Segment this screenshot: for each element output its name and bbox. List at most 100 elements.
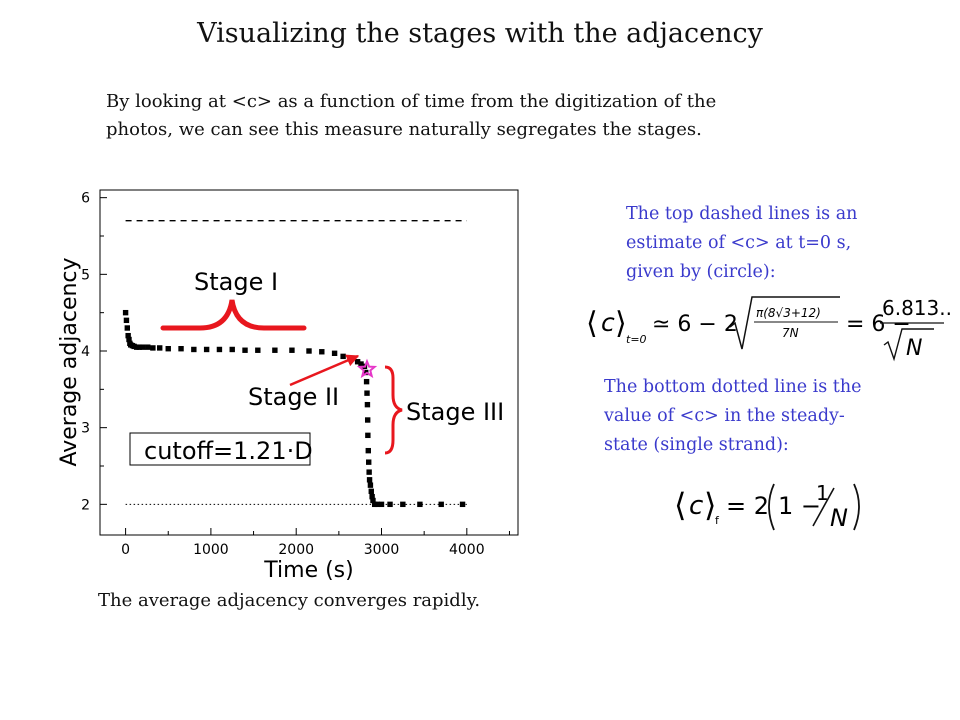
data-point bbox=[178, 346, 184, 352]
x-tick-label: 3000 bbox=[364, 542, 400, 558]
data-point bbox=[125, 332, 131, 339]
note-bottom-line-3: state (single strand): bbox=[604, 435, 789, 455]
x-tick-label: 1000 bbox=[193, 542, 229, 558]
note-top-line-3: given by (circle): bbox=[626, 262, 776, 282]
data-point bbox=[367, 482, 374, 488]
data-point bbox=[126, 336, 132, 343]
data-point bbox=[387, 501, 393, 508]
x-tick-label: 2000 bbox=[278, 542, 314, 558]
formula-steady-state: ⟨ c ⟩ f = 2 1 − 1 N bbox=[674, 481, 860, 532]
data-point bbox=[145, 344, 151, 350]
formula-bottom-den: N bbox=[830, 504, 848, 532]
data-point bbox=[365, 432, 371, 439]
formula-bottom-sub: f bbox=[715, 514, 720, 527]
data-point bbox=[366, 469, 372, 475]
right-paren bbox=[853, 483, 860, 531]
right-angle: ⟩ bbox=[615, 306, 627, 341]
formula-top-radicand-den: 7N bbox=[782, 326, 799, 340]
data-point bbox=[417, 501, 423, 508]
stage-3-label: Stage III bbox=[406, 398, 504, 426]
data-point bbox=[364, 401, 371, 408]
x-tick-label: 0 bbox=[121, 542, 130, 558]
data-point bbox=[340, 353, 346, 360]
data-point bbox=[363, 369, 369, 376]
data-point bbox=[331, 350, 338, 356]
note-top-dashed: The top dashed lines is an estimate of <… bbox=[626, 200, 926, 287]
formula-bottom-c: c bbox=[689, 491, 703, 521]
data-point bbox=[242, 347, 248, 353]
right-angle-2: ⟩ bbox=[704, 486, 716, 524]
note-top-line-1: The top dashed lines is an bbox=[626, 204, 858, 224]
formula-bottom-one: 1 bbox=[816, 481, 829, 505]
data-point bbox=[203, 346, 210, 353]
formula-top-equals: = 6 − bbox=[846, 312, 911, 337]
data-point bbox=[378, 501, 385, 508]
data-point bbox=[139, 344, 146, 350]
y-axis-ticks: 2 3 4 5 6 bbox=[81, 191, 107, 513]
formula-initial-adjacency: ⟨ c ⟩ t=0 ≃ 6 − 2 π(8√3+12) 7N = 6 − 6.8… bbox=[586, 296, 952, 362]
left-paren bbox=[768, 483, 775, 531]
y-tick-label: 4 bbox=[81, 344, 90, 360]
left-angle-2: ⟨ bbox=[674, 486, 686, 524]
y-tick-label: 2 bbox=[81, 497, 90, 513]
slide-title: Visualizing the stages with the adjacenc… bbox=[197, 18, 763, 49]
reference-lines bbox=[125, 220, 467, 505]
data-point bbox=[124, 325, 130, 331]
x-axis-ticks: 0 1000 2000 3000 4000 bbox=[121, 528, 510, 558]
stage-2-arrow bbox=[289, 354, 360, 387]
data-point bbox=[150, 345, 156, 351]
stage-2-label: Stage II bbox=[248, 383, 339, 411]
data-point bbox=[191, 346, 197, 353]
data-point bbox=[306, 348, 312, 354]
data-point bbox=[366, 459, 372, 465]
sqrt-sign-2 bbox=[883, 328, 934, 362]
stage-1-brace bbox=[160, 299, 307, 331]
data-point bbox=[364, 417, 371, 423]
fraction-slash bbox=[812, 487, 835, 527]
data-point bbox=[255, 347, 261, 353]
stage-3-brace bbox=[384, 365, 403, 455]
intro-line-1: By looking at <c> as a function of time … bbox=[106, 91, 717, 112]
x-tick-label: 4000 bbox=[449, 542, 485, 558]
intro-paragraph: By looking at <c> as a function of time … bbox=[106, 88, 826, 144]
plot-frame bbox=[99, 189, 519, 536]
star-marker bbox=[356, 358, 378, 379]
stage-1-label: Stage I bbox=[194, 268, 278, 296]
data-point bbox=[374, 501, 380, 508]
cutoff-label: cutoff=1.21·D bbox=[144, 437, 313, 465]
intro-line-2: photos, we can see this measure naturall… bbox=[106, 119, 702, 140]
data-point bbox=[365, 447, 371, 454]
data-point bbox=[368, 488, 374, 494]
y-tick-label: 5 bbox=[81, 267, 90, 283]
left-angle: ⟨ bbox=[586, 306, 598, 341]
data-point bbox=[157, 345, 163, 351]
data-point bbox=[122, 309, 129, 316]
formula-top-sub: t=0 bbox=[626, 333, 647, 346]
data-point bbox=[289, 347, 295, 353]
formula-top-frac-den: N bbox=[906, 336, 922, 361]
data-point bbox=[363, 378, 370, 385]
formula-top-approx: ≃ 6 − 2 bbox=[652, 312, 738, 337]
formula-top-radicand-num: π(8√3+12) bbox=[756, 306, 821, 320]
data-point bbox=[459, 501, 466, 508]
data-point bbox=[370, 497, 376, 504]
data-point bbox=[165, 346, 171, 352]
formula-bottom-one-minus: 1 − bbox=[778, 492, 821, 520]
sqrt-sign bbox=[729, 296, 840, 350]
y-tick-label: 6 bbox=[81, 191, 90, 207]
data-point bbox=[136, 344, 142, 350]
x-axis-label: Time (s) bbox=[263, 558, 353, 583]
data-point bbox=[229, 346, 235, 353]
cutoff-box bbox=[129, 432, 311, 466]
formula-top-frac-num: 6.813... bbox=[882, 296, 952, 320]
note-bottom-dotted: The bottom dotted line is the value of <… bbox=[604, 373, 904, 460]
y-tick-label: 3 bbox=[81, 421, 90, 437]
note-top-line-2: estimate of <c> at t=0 s, bbox=[626, 233, 852, 253]
data-point bbox=[438, 501, 444, 508]
data-point bbox=[364, 390, 370, 396]
data-point bbox=[123, 317, 130, 324]
adjacency-chart: 2 3 4 5 6 0 1000 2000 3000 4000 cutoff=1.21·D St… bbox=[57, 189, 519, 583]
data-point bbox=[272, 347, 278, 353]
data-point bbox=[319, 349, 325, 355]
data-point bbox=[369, 493, 375, 500]
